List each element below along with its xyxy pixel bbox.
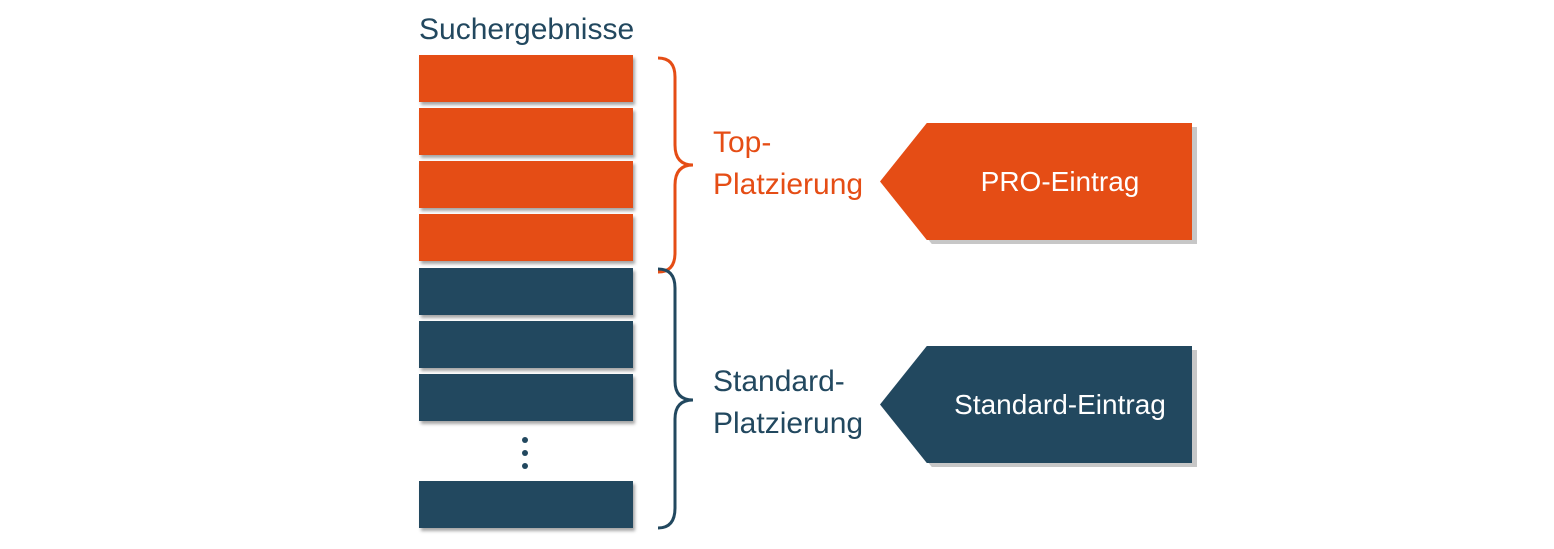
standard-result-bar [419,268,633,315]
ellipsis-dot [522,437,528,443]
top-result-bar [419,161,633,208]
pro-entry-arrow: PRO-Eintrag [880,123,1192,240]
top-result-bar [419,55,633,102]
standard-entry-arrow: Standard-Eintrag [880,346,1192,463]
ellipsis-dot [522,450,528,456]
standard-result-bar [419,481,633,528]
top-placement-label-line2: Platzierung [713,168,864,201]
standard-result-bar [419,321,633,368]
standard-entry-label: Standard-Eintrag [954,388,1166,420]
standard-placement-label: Standard- Platzierung [713,361,863,445]
standard-result-bar [419,374,633,421]
top-placement-label-line1: Top- [713,126,772,159]
top-placement-brace [657,56,694,274]
standard-placement-label-line2: Platzierung [713,407,864,440]
pro-entry-label: PRO-Eintrag [980,165,1140,197]
top-result-bar [419,108,633,155]
results-title: Suchergebnisse [419,13,635,46]
ellipsis-dots [518,437,532,469]
standard-placement-label-line1: Standard- [713,365,845,398]
top-placement-label: Top- Platzierung [713,122,863,206]
standard-placement-brace [657,267,694,530]
top-result-bar [419,214,633,261]
ellipsis-dot [522,463,528,469]
